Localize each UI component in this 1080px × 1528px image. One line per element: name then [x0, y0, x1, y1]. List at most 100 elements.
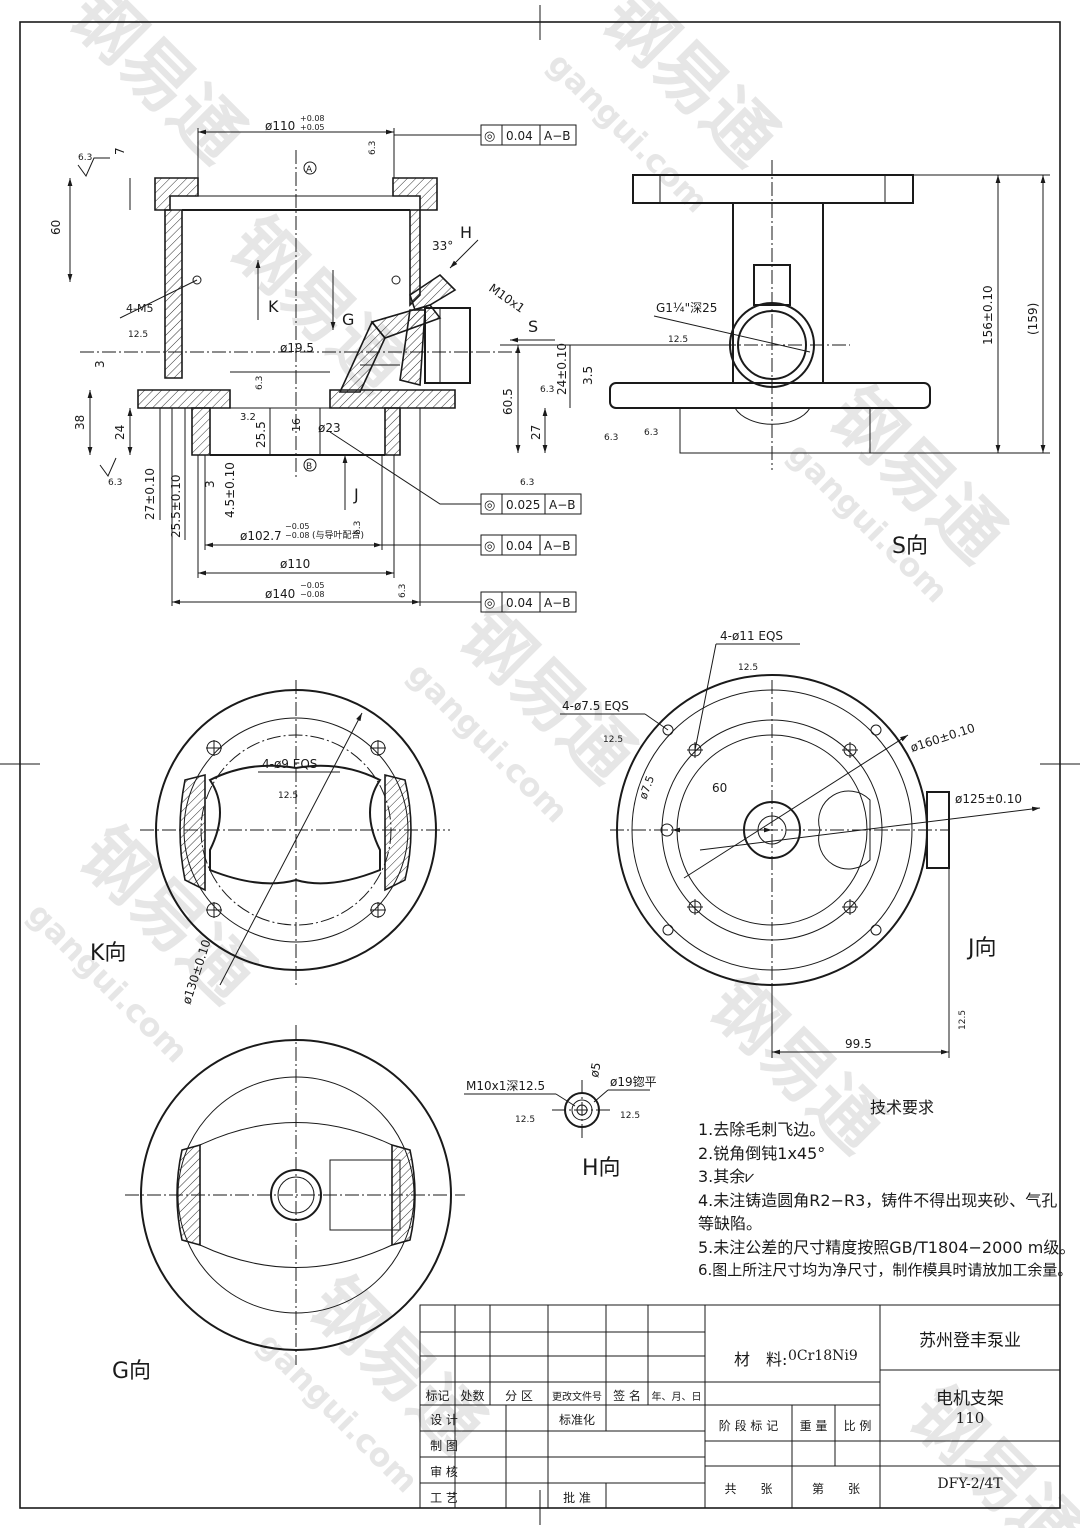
- header-count: 处数: [460, 1389, 485, 1403]
- svg-text:ø7.5: ø7.5: [637, 774, 658, 801]
- svg-text:6.3: 6.3: [78, 153, 92, 163]
- svg-text:12.5: 12.5: [620, 1111, 640, 1121]
- svg-text:4.5±0.10: 4.5±0.10: [223, 462, 237, 518]
- svg-text:3: 3: [203, 480, 217, 488]
- svg-text:A−B: A−B: [544, 596, 571, 610]
- standardize-label: 标准化: [558, 1413, 595, 1427]
- header-mark: 标记: [425, 1389, 450, 1403]
- tech-requirement-2: 2.锐角倒钝1x45°: [698, 1143, 826, 1163]
- roughness-symbol-icon: ⩗: [745, 1167, 755, 1186]
- svg-text:60: 60: [49, 220, 63, 235]
- k-view: ø130±0.10 4-ø9 EQS 12.5: [140, 680, 450, 1006]
- svg-text:99.5: 99.5: [845, 1037, 872, 1051]
- svg-text:6.3: 6.3: [604, 433, 618, 443]
- k-view-label: K向: [90, 941, 126, 966]
- tech-requirement-3: 3.其余⩗: [698, 1167, 755, 1186]
- row-review: 审 核: [430, 1465, 458, 1479]
- svg-text:27: 27: [529, 425, 543, 440]
- svg-text:◎: ◎: [484, 498, 495, 513]
- svg-text:(与导叶配合): (与导叶配合): [312, 529, 364, 541]
- drawing-number: DFY-2/4T: [937, 1476, 1003, 1492]
- svg-text:(159): (159): [1026, 303, 1040, 335]
- svg-text:6.3: 6.3: [644, 428, 658, 438]
- s-view: 156±0.10 (159) 60.5 27 24±0.10 3.5 G1¼"深…: [500, 160, 1050, 488]
- svg-text:钢易通: 钢易通: [444, 592, 650, 798]
- svg-text:ø5: ø5: [587, 1061, 603, 1078]
- svg-text:12.5: 12.5: [515, 1115, 535, 1125]
- total-sheets: 共 张: [724, 1482, 773, 1496]
- svg-text:ø19锪平: ø19锪平: [610, 1074, 657, 1089]
- svg-text:4-ø11 EQS: 4-ø11 EQS: [720, 629, 783, 643]
- svg-text:24: 24: [113, 425, 127, 440]
- svg-text:3: 3: [93, 360, 107, 368]
- sheet-number: 第 张: [811, 1482, 860, 1496]
- svg-text:38: 38: [73, 415, 87, 430]
- svg-text:S: S: [528, 317, 538, 336]
- header-sign: 签 名: [613, 1389, 641, 1403]
- approve-label: 批 准: [563, 1491, 591, 1505]
- company-name: 苏州登丰泵业: [919, 1331, 1021, 1351]
- svg-text:ø19.5: ø19.5: [280, 341, 314, 355]
- main-section-view: A B K G J S H ø110 +0.08 +0.05 60 7 38 2…: [49, 114, 555, 606]
- svg-text:25.5±0.10: 25.5±0.10: [169, 475, 183, 539]
- ratio-label: 比 例: [843, 1419, 872, 1433]
- row-process: 工 艺: [430, 1491, 458, 1505]
- svg-text:6.3: 6.3: [368, 141, 378, 155]
- svg-text:6.3: 6.3: [520, 478, 534, 488]
- svg-text:G1¼"深25: G1¼"深25: [656, 301, 717, 315]
- part-name: 电机支架: [936, 1389, 1004, 1409]
- svg-text:12.5: 12.5: [738, 663, 758, 673]
- svg-text:0.04: 0.04: [506, 539, 533, 553]
- svg-text:6.3: 6.3: [540, 385, 554, 395]
- svg-text:−0.08: −0.08: [285, 531, 310, 540]
- svg-text:60: 60: [712, 781, 727, 795]
- part-size: 110: [955, 1409, 985, 1427]
- svg-text:ø125±0.10: ø125±0.10: [955, 792, 1022, 806]
- header-zone: 分 区: [505, 1389, 533, 1403]
- svg-text:6.3: 6.3: [255, 376, 265, 390]
- svg-text:−0.05: −0.05: [300, 581, 325, 590]
- tech-requirement-5: 5.未注公差的尺寸精度按照GB/T1804−2000 m级。: [698, 1237, 1076, 1257]
- svg-text:A−B: A−B: [549, 498, 576, 512]
- tech-requirement-1: 1.去除毛刺飞边。: [698, 1120, 826, 1139]
- svg-text:◎: ◎: [484, 129, 495, 144]
- tolerance-frame-1: ◎ 0.04 A−B: [394, 124, 577, 146]
- svg-text:12.5: 12.5: [128, 330, 148, 340]
- svg-text:0.025: 0.025: [506, 498, 540, 512]
- header-change-doc: 更改文件号: [552, 1392, 602, 1403]
- drawing-frame: [0, 5, 1080, 1525]
- tech-requirements-title: 技术要求: [870, 1098, 935, 1117]
- stage-label: 阶 段 标 记: [718, 1419, 779, 1433]
- svg-text:钢易通: 钢易通: [214, 202, 420, 408]
- svg-text:25.5: 25.5: [254, 421, 268, 448]
- tolerance-frame-3: ◎ 0.04 A−B: [382, 534, 577, 556]
- svg-text:ø23: ø23: [318, 421, 341, 435]
- tolerance-frame-2: ◎ 0.025 A−B: [329, 431, 582, 515]
- svg-text:7: 7: [113, 147, 127, 155]
- h-view-label: H向: [582, 1156, 621, 1181]
- svg-text:−0.05: −0.05: [285, 522, 310, 531]
- svg-text:60.5: 60.5: [501, 388, 515, 415]
- svg-text:+0.08: +0.08: [300, 114, 325, 123]
- svg-text:钢易通: 钢易通: [54, 0, 260, 178]
- material-value: 0Cr18Ni9: [788, 1348, 858, 1364]
- tech-requirements-list: 1.去除毛刺飞边。 2.锐角倒钝1x45° 3.其余⩗ 4.未注铸造圆角R2−R…: [698, 1118, 1076, 1283]
- svg-text:A−B: A−B: [544, 129, 571, 143]
- svg-text:ø160±0.10: ø160±0.10: [909, 721, 977, 755]
- svg-text:33°: 33°: [432, 239, 453, 253]
- tech-requirement-6: 6.图上所注尺寸均为净尺寸，制作模具时请放加工余量。: [698, 1261, 1073, 1279]
- title-block: [419, 1304, 1061, 1509]
- header-date: 年、月、日: [651, 1392, 702, 1403]
- svg-text:4-ø7.5 EQS: 4-ø7.5 EQS: [562, 699, 629, 713]
- svg-text:12.5: 12.5: [278, 791, 298, 801]
- svg-text:156±0.10: 156±0.10: [981, 285, 995, 345]
- svg-text:12.5: 12.5: [958, 1010, 968, 1030]
- tolerance-frame-4: ◎ 0.04 A−B: [420, 591, 577, 613]
- svg-text:0.04: 0.04: [506, 596, 533, 610]
- svg-text:ø102.7: ø102.7: [240, 529, 282, 543]
- svg-text:12.5: 12.5: [668, 335, 688, 345]
- svg-text:0.04: 0.04: [506, 129, 533, 143]
- svg-text:钢易通: 钢易通: [587, 0, 793, 181]
- material-label: 材 料:: [734, 1350, 788, 1369]
